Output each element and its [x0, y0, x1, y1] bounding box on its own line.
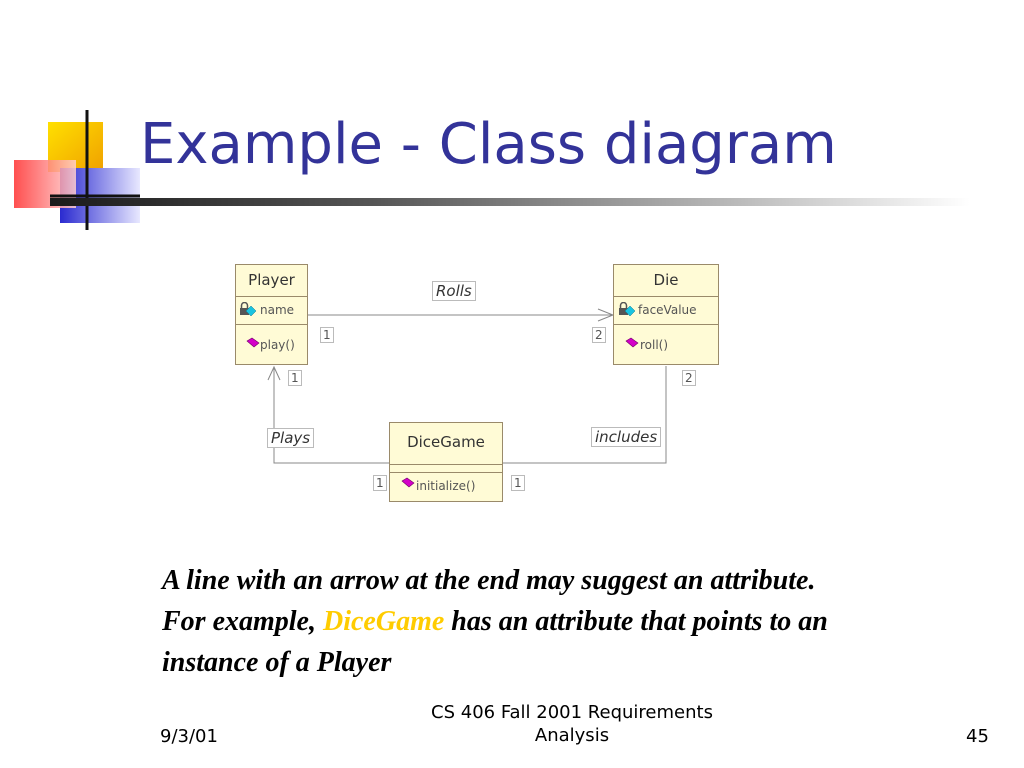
player-attribute: name	[260, 303, 295, 317]
footer-course: CS 406 Fall 2001 Requirements Analysis	[422, 701, 722, 747]
dicegame-class-name: DiceGame	[407, 433, 485, 451]
title-underline-divider	[50, 198, 970, 206]
plays-arrowhead	[267, 365, 281, 381]
operation-icon	[401, 477, 415, 488]
caption-line-1: A line with an arrow at the end may sugg…	[162, 565, 816, 596]
footer-course-line-2: Analysis	[534, 725, 610, 746]
die-class-box: Die faceValue roll()	[613, 264, 719, 365]
includes-multiplicity-die: 2	[682, 370, 696, 386]
plays-association-label: Plays	[267, 428, 315, 448]
player-class-box: Player name play()	[235, 264, 308, 365]
caption-line-2-suffix: has an attribute that points to an	[451, 606, 828, 637]
lock-attribute-icon	[240, 302, 257, 317]
die-class-name: Die	[653, 271, 679, 289]
rolls-multiplicity-player: 1	[320, 327, 334, 343]
plays-multiplicity-dicegame: 1	[373, 475, 387, 491]
includes-multiplicity-dicegame: 1	[511, 475, 525, 491]
rolls-multiplicity-die: 2	[592, 327, 606, 343]
footer-course-line-1: CS 406 Fall 2001 Requirements	[431, 702, 713, 723]
operation-icon	[246, 337, 260, 348]
footer-page-number: 45	[966, 726, 989, 747]
dicegame-operation: initialize()	[416, 479, 476, 493]
operation-icon	[625, 337, 639, 348]
plays-multiplicity-player: 1	[288, 370, 302, 386]
dicegame-class-box: DiceGame initialize()	[389, 422, 503, 502]
player-class-name: Player	[248, 271, 295, 289]
player-operation: play()	[260, 338, 295, 352]
caption-line-2-prefix: For example,	[162, 606, 316, 637]
slide-decoration-logo	[14, 110, 140, 230]
explanation-caption: A line with an arrow at the end may sugg…	[162, 560, 1002, 683]
slide-title: Example - Class diagram	[140, 112, 837, 177]
caption-line-2: For example, DiceGame has an attribute t…	[162, 601, 1002, 642]
plays-association-line	[273, 367, 390, 464]
caption-line-3: instance of a Player	[162, 647, 392, 678]
die-operation: roll()	[640, 338, 669, 352]
caption-highlight-dicegame: DiceGame	[323, 606, 445, 637]
includes-association-line	[503, 366, 667, 464]
rolls-association-label: Rolls	[432, 281, 476, 301]
includes-association-label: includes	[591, 427, 662, 447]
die-attribute: faceValue	[638, 303, 697, 317]
footer-date: 9/3/01	[160, 726, 218, 747]
lock-attribute-icon	[619, 302, 636, 317]
